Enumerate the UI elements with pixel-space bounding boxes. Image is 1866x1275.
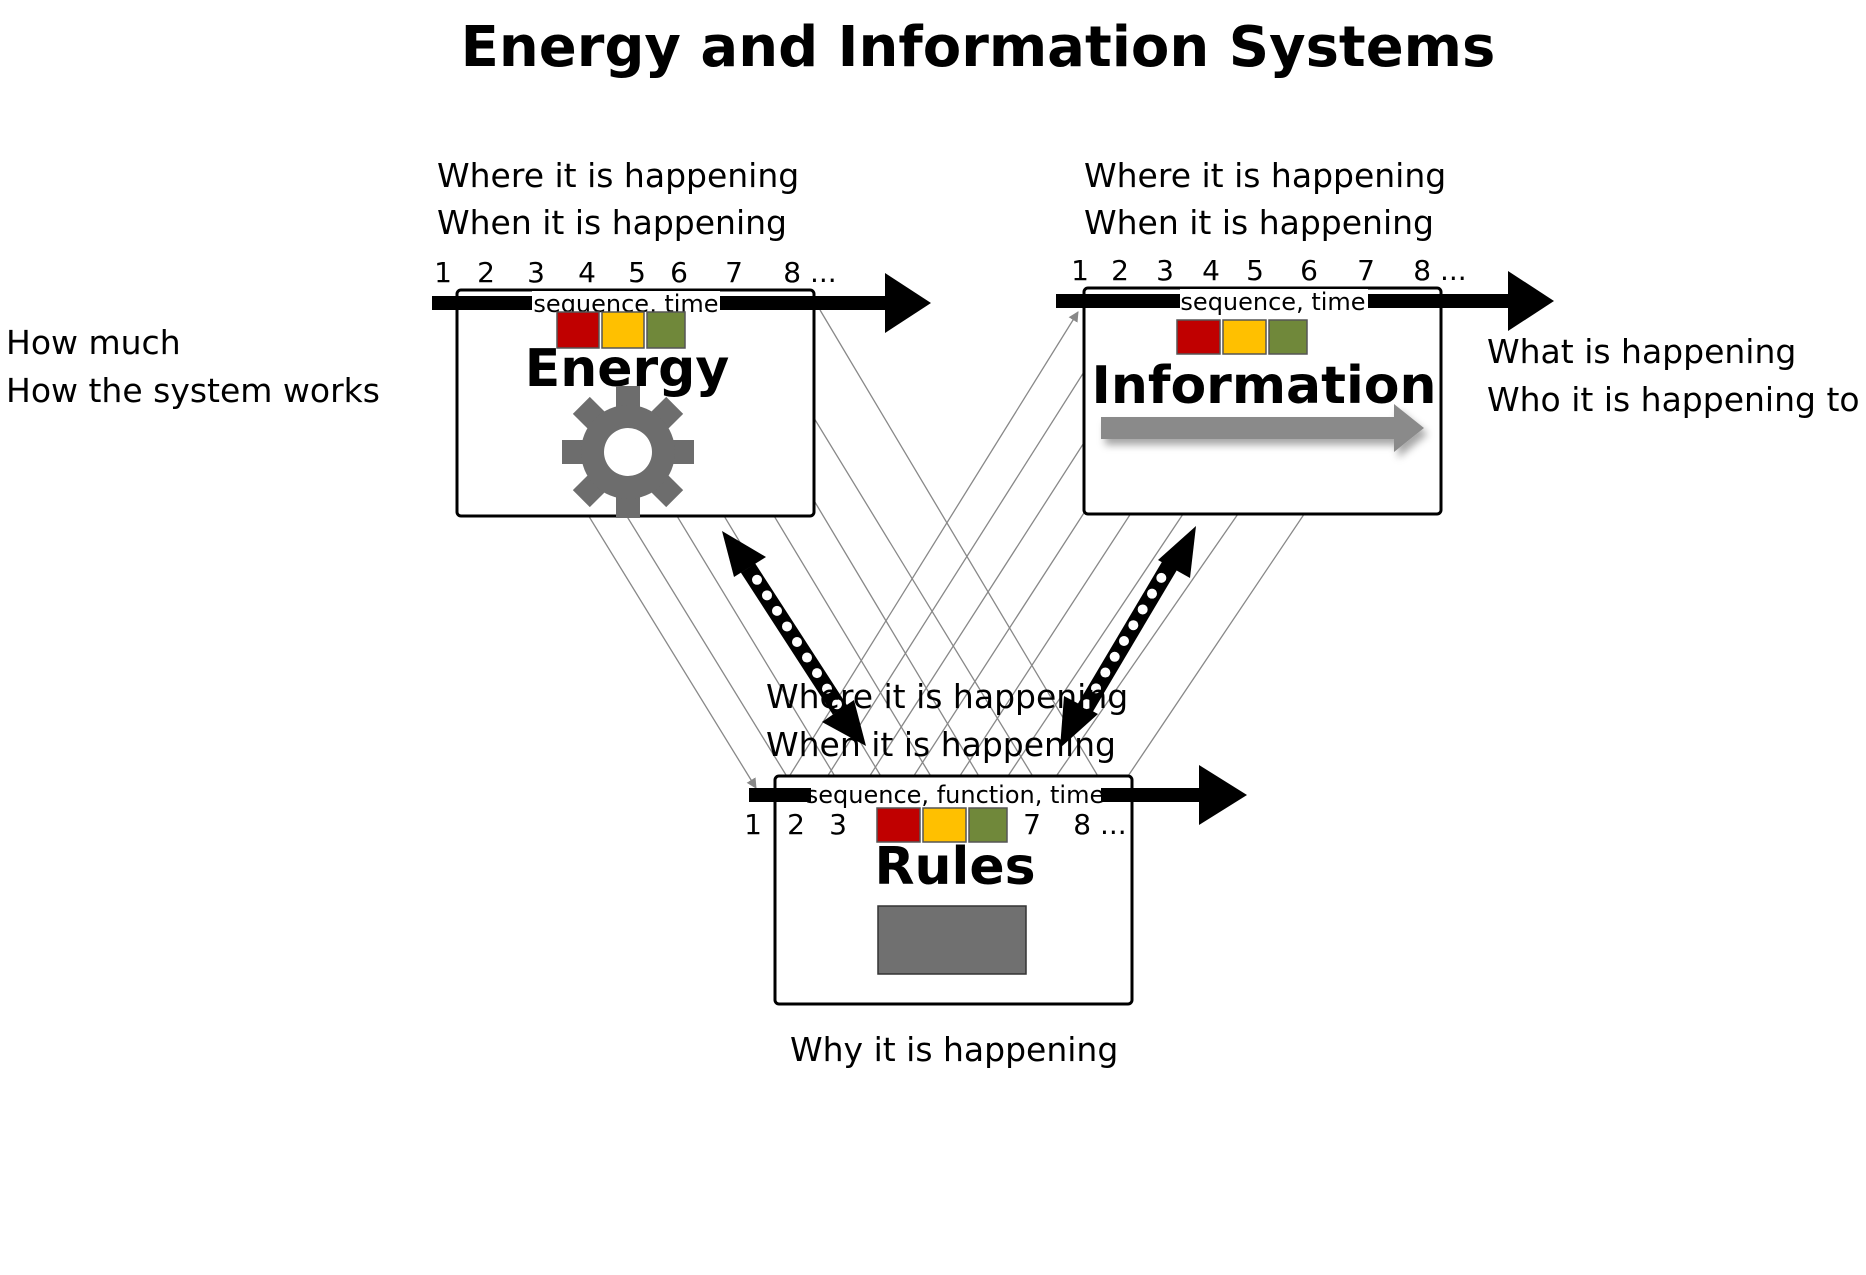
tick-label: 5 [628,256,646,289]
tick-label: 4 [578,256,596,289]
information-axis-label: sequence, time [1180,288,1365,316]
tick-label: 8 ... [1073,808,1126,841]
tick-label: 6 [670,256,688,289]
information-rules-arrowhead-bottom [1060,696,1098,748]
arrow-dot [1147,588,1157,599]
page-title: Energy and Information Systems [461,15,1496,80]
information-box [1082,286,1443,516]
energy-where-label: Where it is happening [437,156,799,195]
tick-label: 2 [787,808,805,841]
tick-label: 5 [1246,254,1264,287]
tick-label: 6 [1300,254,1318,287]
rules-box [773,774,1134,1006]
flow-arrow-icon [1101,404,1424,452]
connector-line [819,309,1106,789]
rules-block-icon [877,905,1027,975]
who-it-is-happening-to-label: Who it is happening to [1487,380,1860,419]
tick-label: 7 [725,256,743,289]
tick-label: 1 [1071,254,1089,287]
tick-label: 4 [1202,254,1220,287]
arrow-dot [812,668,822,679]
connector-line [781,311,1079,789]
energy-rules-double-arrow [722,531,866,746]
information-rules-double-arrow [1060,526,1196,748]
information-where-label: Where it is happening [1084,156,1446,195]
information-status-green [1268,319,1308,355]
arrow-dot [802,652,812,663]
what-is-happening-label: What is happening [1487,332,1796,371]
information-when-label: When it is happening [1084,203,1434,242]
tick-label: 7 [1357,254,1375,287]
arrow-dot [792,637,802,647]
information-status-red [1176,319,1221,355]
energy-status-green [646,311,686,349]
arrow-dot [1081,699,1092,710]
rules-axis-label-bg [811,782,1101,808]
gear-icon [562,386,694,518]
energy-axis-arrowhead [885,273,931,333]
rules-axis-label: sequence, function, time [806,781,1104,809]
arrow-dot [1100,667,1111,678]
energy-rules-arrowhead-top [722,531,766,577]
arrow-dot [782,621,792,632]
energy-rules-arrowhead-bottom [822,700,866,746]
energy-when-label: When it is happening [437,203,787,242]
information-title: Information [1091,356,1436,416]
tick-label: 8 ... [1413,254,1466,287]
information-section: Where it is happening When it is happeni… [1056,156,1860,516]
arrow-dot [832,699,842,710]
rules-title: Rules [874,837,1035,897]
rules-status-red [876,807,921,843]
rules-status-green [968,807,1008,843]
arrow-dot [822,683,832,694]
tick-label: 3 [1156,254,1174,287]
how-system-works-label: How the system works [6,371,380,410]
tick-label: 2 [477,256,495,289]
arrow-dot [752,574,762,585]
energy-status-red [556,311,600,349]
energy-section: Where it is happening When it is happeni… [6,156,931,518]
connector-line [819,311,1123,789]
tick-label: 3 [829,808,847,841]
arrow-dot [1091,683,1101,694]
arrow-dot [762,590,772,601]
tick-label: 1 [744,808,762,841]
information-axis-arrowhead [1508,271,1554,331]
information-status-yellow [1222,319,1267,355]
rules-when-label: When it is happening [766,725,1116,764]
arrow-dot [1156,572,1167,583]
arrow-dot [1119,636,1129,646]
information-rules-arrowhead-top [1158,526,1196,578]
information-axis-label-bg [1180,289,1368,315]
arrow-dot [1109,651,1120,662]
arrow-dot [1128,620,1139,631]
rules-where-label: Where it is happening [766,677,1128,716]
tick-label: 3 [527,256,545,289]
arrow-dot [772,605,782,616]
rules-status-yellow [922,807,967,843]
tick-label: 8 ... [783,256,836,289]
tick-label: 1 [434,256,452,289]
arrow-dot [1137,604,1148,615]
tick-label: 7 [1023,808,1041,841]
tick-label: 2 [1111,254,1129,287]
energy-status-yellow [601,311,645,349]
why-it-is-happening-label: Why it is happening [790,1030,1118,1069]
how-much-label: How much [6,323,181,362]
rules-axis-arrowhead [1199,765,1247,825]
